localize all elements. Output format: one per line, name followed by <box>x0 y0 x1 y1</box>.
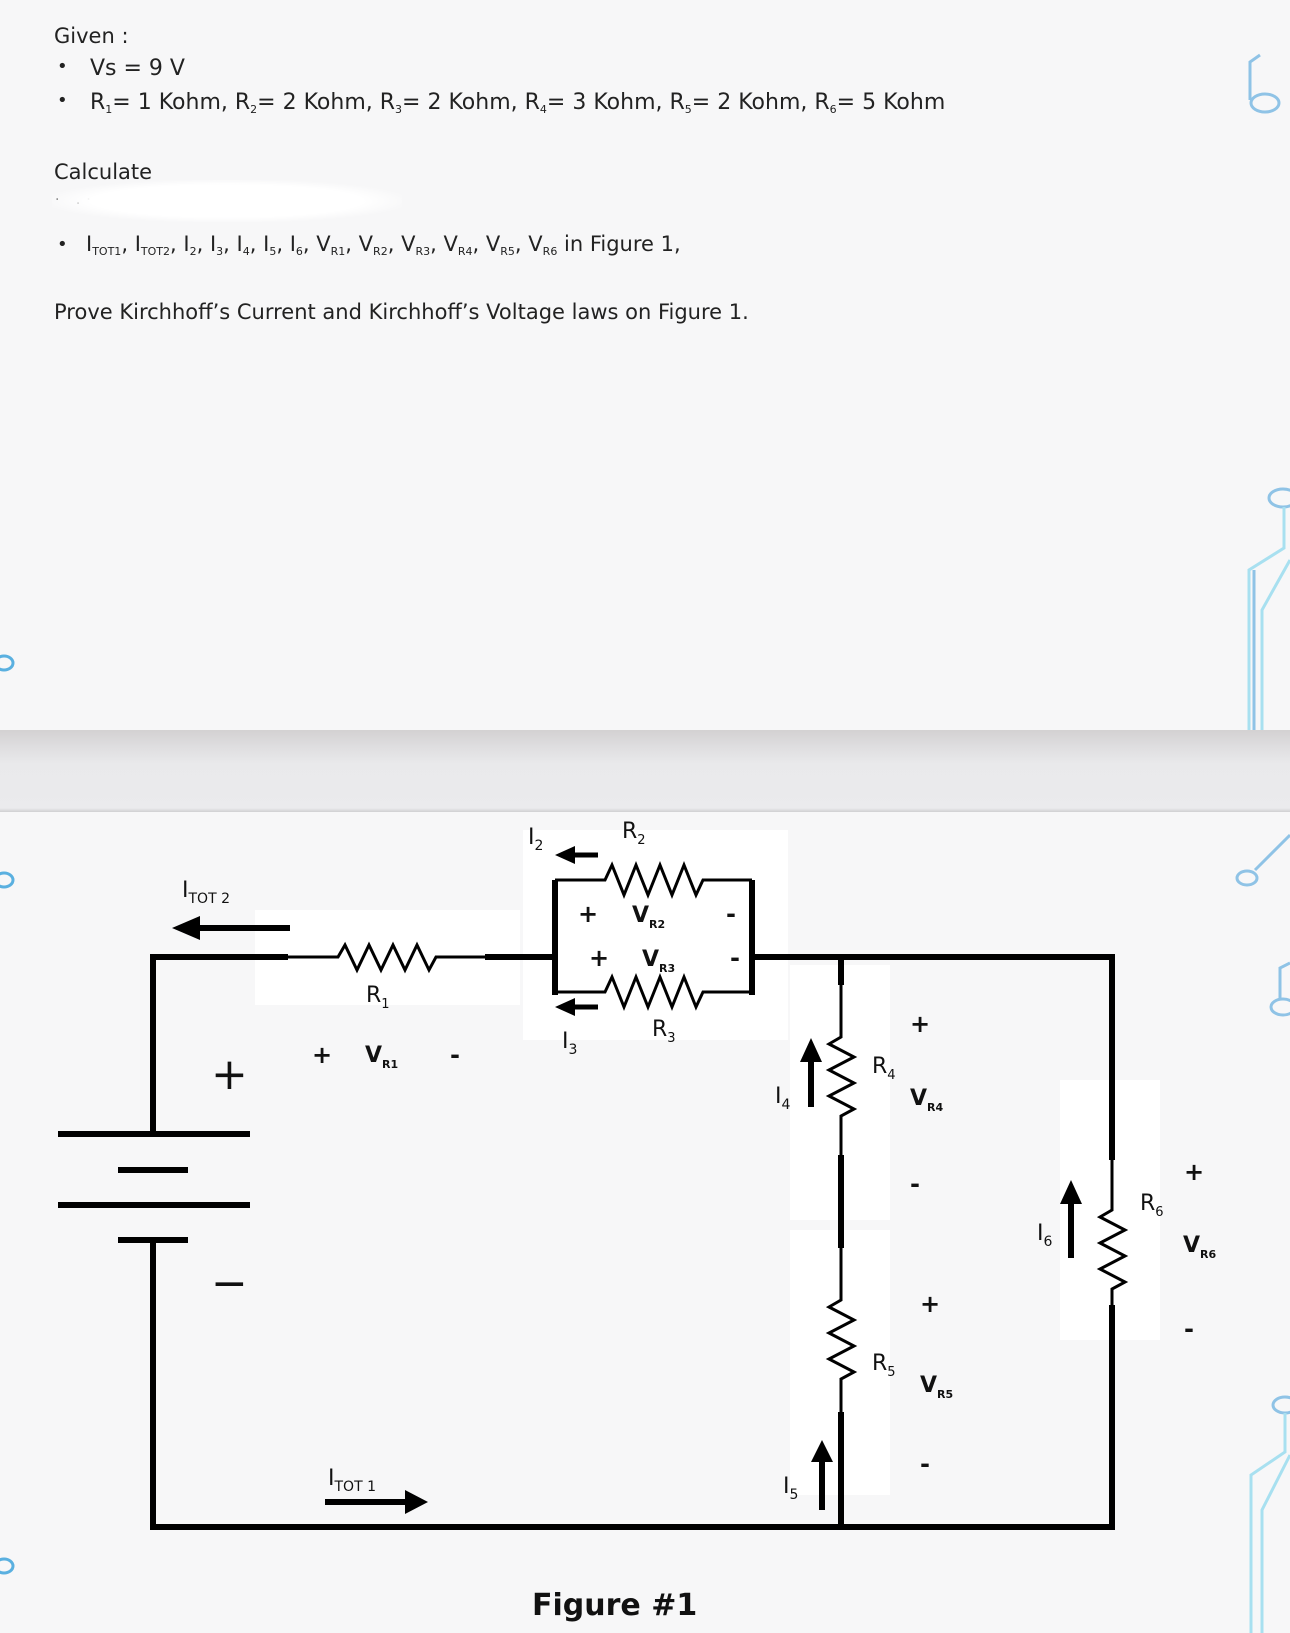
label-r1: R1 <box>366 983 390 1012</box>
battery-plus-sign: + <box>211 1049 248 1100</box>
q-vr5: VR5, <box>485 232 522 258</box>
bullet: • <box>57 90 68 111</box>
label-vr1: VR1 <box>365 1043 398 1071</box>
battery-minus-sign: − <box>211 1258 248 1309</box>
resistor-r5 <box>825 1248 858 1412</box>
polarity-minus-vr1: - <box>450 1041 460 1069</box>
given-resistor-list: R1= 1 Kohm, R2= 2 Kohm, R3= 2 Kohm, R4= … <box>90 90 945 116</box>
resistor-r3 <box>555 972 752 1012</box>
label-r6: R6 <box>1140 1191 1164 1220</box>
polarity-minus-vr4: - <box>910 1170 920 1198</box>
polarity-plus-vr2: + <box>578 900 598 928</box>
label-vr2: VR2 <box>632 903 665 931</box>
resistor-r2: R2= 2 Kohm, <box>234 90 373 116</box>
polarity-minus-vr5: - <box>920 1450 930 1478</box>
polarity-minus-vr2: - <box>726 900 736 928</box>
given-vs: Vs = 9 V <box>90 56 185 81</box>
polarity-plus-vr6: + <box>1184 1158 1204 1186</box>
resistor-r5: R5= 2 Kohm, <box>669 90 808 116</box>
resistor-r6: R6= 5 Kohm <box>814 90 946 116</box>
q-i3: I3, <box>209 232 230 258</box>
label-i6: I6 <box>1037 1221 1053 1250</box>
q-i4: I4, <box>236 232 257 258</box>
resistor-r3: R3= 2 Kohm, <box>379 90 518 116</box>
label-r2: R2 <box>622 819 646 848</box>
resistor-r2 <box>555 860 752 900</box>
label-itot1: ITOT 1 <box>328 1466 376 1495</box>
q-i5: I5, <box>263 232 283 258</box>
q-vr1: VR1, <box>316 232 352 258</box>
q-itot2: ITOT2, <box>134 232 177 258</box>
label-vr5: VR5 <box>920 1373 953 1401</box>
prove-instruction: Prove Kirchhoff’s Current and Kirchhoff’… <box>54 300 749 324</box>
q-i2: I2, <box>183 232 204 258</box>
label-vr3: VR3 <box>642 947 675 975</box>
polarity-minus-vr3: - <box>730 944 740 972</box>
label-vr4: VR4 <box>910 1086 944 1114</box>
bullet: • <box>57 234 68 255</box>
given-heading: Given : <box>54 24 129 48</box>
resistor-r1 <box>288 941 485 974</box>
q-vr2: VR2, <box>358 232 395 258</box>
label-r5: R5 <box>872 1351 896 1380</box>
label-vr6: VR6 <box>1183 1233 1217 1261</box>
resistor-r1: R1= 1 Kohm, <box>90 90 228 116</box>
label-r4: R4 <box>872 1054 896 1083</box>
calculate-quantity-list: ITOT1, ITOT2, I2, I3, I4, I5, I6, VR1, V… <box>86 232 681 258</box>
label-i5: I5 <box>783 1474 798 1503</box>
decor-circuit-traces <box>0 53 1290 730</box>
bullet: • <box>57 56 68 77</box>
label-i2: I2 <box>528 825 543 854</box>
q-vr4: VR4, <box>443 232 480 258</box>
label-i3: I3 <box>562 1029 577 1058</box>
resistor-r4 <box>825 985 858 1155</box>
label-i4: I4 <box>775 1084 791 1113</box>
q-suffix: in Figure 1, <box>564 232 681 256</box>
redaction-whiteout <box>52 180 402 222</box>
label-r3: R3 <box>652 1017 676 1046</box>
polarity-minus-vr6: - <box>1184 1315 1194 1343</box>
figure-caption: Figure #1 <box>532 1588 698 1623</box>
polarity-plus-vr3: + <box>589 944 609 972</box>
polarity-plus-vr1: + <box>312 1041 332 1069</box>
q-vr6: VR6 <box>528 232 558 258</box>
q-itot1: ITOT1, <box>86 232 128 258</box>
slide-problem-statement: Given : • Vs = 9 V • R1= 1 Kohm, R2= 2 K… <box>0 0 1290 730</box>
decor-circuit-traces-bottom <box>0 833 1290 1633</box>
polarity-plus-vr4: + <box>910 1010 930 1038</box>
q-vr3: VR3, <box>401 232 437 258</box>
polarity-plus-vr5: + <box>920 1290 940 1318</box>
slide-separator <box>0 730 1290 812</box>
resistor-r4: R4= 3 Kohm, <box>524 90 663 116</box>
resistor-r6 <box>1096 1160 1129 1305</box>
label-itot2: ITOT 2 <box>182 878 230 907</box>
q-i6: I6, <box>289 232 310 258</box>
